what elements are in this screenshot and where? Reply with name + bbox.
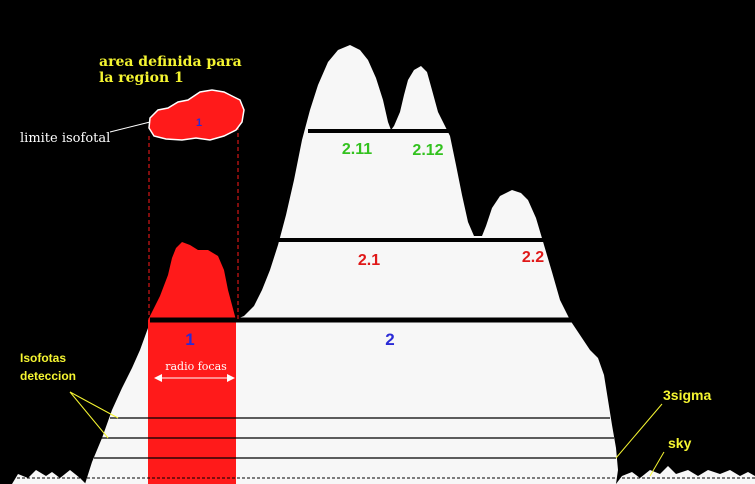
callout-title-line-2: la region 1 [99,70,184,86]
isofotas-pointer-1 [69,391,119,419]
region-1-source [148,242,236,484]
region-2-11-label: 2.11 [342,141,372,158]
sky-label: sky [668,435,692,451]
region-2-12-label: 2.12 [412,142,443,159]
sky-noise-right [616,466,755,484]
region-1-area-label: 1 [196,117,202,129]
radio-focas-arrowhead-left [154,374,162,382]
sky-pointer [649,451,665,477]
isofotas-label-line-1: Isofotas [20,351,66,365]
three-sigma-label: 3sigma [663,387,711,403]
three-sigma-pointer [615,403,663,459]
radio-focas-arrowhead-right [227,374,235,382]
region-1-label: 1 [185,330,194,349]
region-2-1-label: 2.1 [358,252,380,269]
isophot-limit-label: limite isofotal [20,131,110,146]
sky-noise-left [12,470,86,484]
region-2-2-label: 2.2 [522,249,544,266]
region-2-label: 2 [385,330,394,349]
isofotas-pointer-2 [69,391,109,439]
isophot-limit-pointer [109,121,151,133]
isofotas-label-line-2: deteccion [20,369,76,383]
region-1-area-blob [148,89,245,141]
radio-focas-label: radio focas [165,360,227,373]
callout-title-line-1: area definida para [99,54,242,70]
